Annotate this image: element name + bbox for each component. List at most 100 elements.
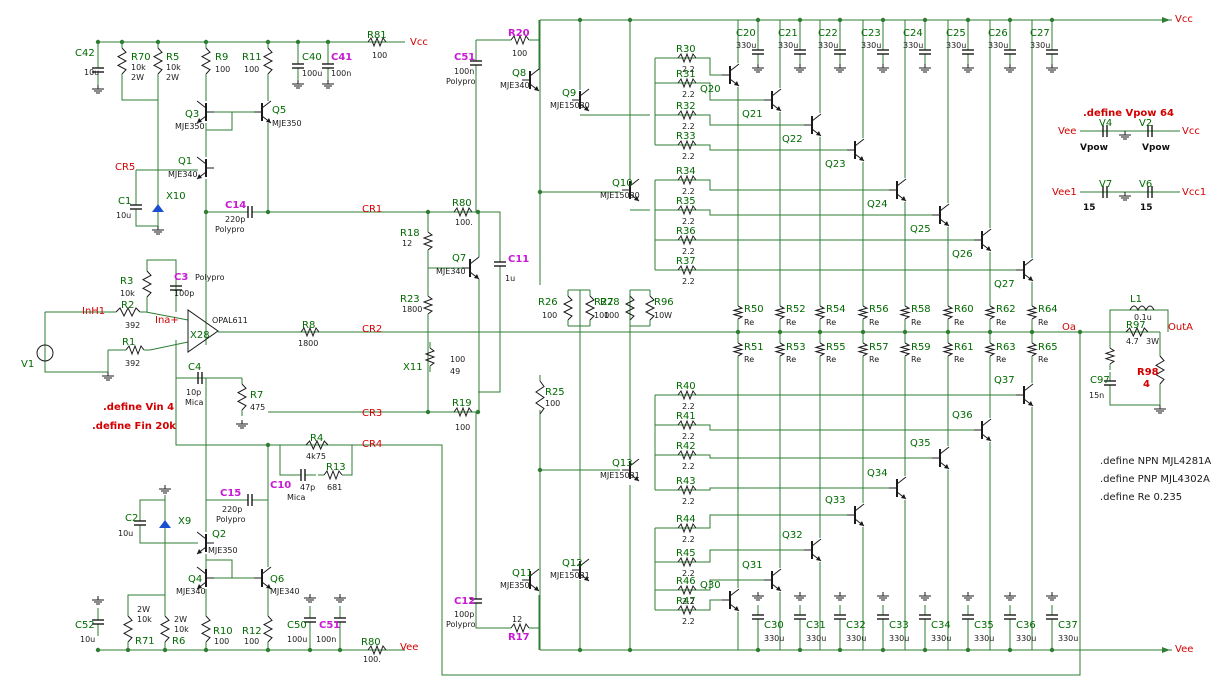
capacitor (134, 510, 146, 536)
capacitor (304, 606, 316, 634)
npn-transistor (572, 88, 590, 112)
transistor-ref: Q13 (612, 458, 633, 469)
resistor-body (899, 305, 911, 320)
rail-label: Vcc1 (1182, 187, 1206, 198)
capacitor-value: 330u (764, 634, 784, 643)
resistor-ref: R36 (676, 226, 696, 237)
wire (629, 458, 640, 467)
pnp-transistor (1016, 383, 1034, 407)
capacitor-ref: C41 (331, 52, 352, 63)
capacitor-value: 330u (1016, 634, 1036, 643)
pnp-transistor (196, 100, 214, 124)
resistor-value: 2W (174, 615, 187, 624)
ground-symbol (877, 64, 889, 73)
capacitor (92, 608, 104, 636)
resistor-body (899, 342, 911, 357)
wire (529, 568, 540, 577)
resistor-horizontal (672, 139, 702, 151)
supply-value: Vpow (1142, 143, 1170, 153)
capacitor (130, 196, 142, 218)
resistor-vertical (262, 610, 274, 648)
wire (348, 445, 353, 476)
transistor-model: MJE340 (436, 267, 466, 276)
resistor-ref: R45 (676, 548, 696, 559)
resistor-ref: R44 (676, 514, 696, 525)
wire (196, 531, 207, 540)
npn-transistor (804, 113, 822, 137)
emitter-arrow (634, 476, 639, 481)
wire (655, 209, 932, 216)
wires (44, 17, 1180, 676)
resistor-body (510, 622, 530, 634)
emitter-arrow (816, 131, 821, 136)
capacitor-value: 330u (818, 41, 838, 50)
capacitor (470, 52, 482, 74)
capacitor-note: Polypro (195, 273, 225, 282)
capacitor-value: 330u (778, 41, 798, 50)
resistor-ref: R65 (1038, 342, 1058, 353)
resistor-ref: R17 (508, 632, 530, 643)
resistor-body (677, 234, 697, 246)
wire (896, 476, 907, 485)
opamp-ref: X28 (190, 330, 210, 341)
potentiometer-value: 49 (450, 367, 460, 376)
capacitor-ref: C97 (1090, 375, 1110, 386)
ground-symbol (919, 64, 931, 73)
resistor-body (677, 52, 697, 64)
transistor-ref: Q32 (782, 530, 803, 541)
transistor-ref: Q36 (952, 410, 973, 421)
resistor-horizontal (672, 204, 702, 216)
transistor-ref: Q5 (272, 105, 286, 116)
resistor-vertical (942, 337, 954, 362)
capacitor (794, 605, 806, 629)
emitter-arrow (1028, 401, 1033, 406)
resistor-ref: R10 (213, 626, 233, 637)
capacitor (752, 40, 764, 64)
emitter-arrow (816, 556, 821, 561)
junction-dot (425, 209, 431, 215)
resistor-ref: R23 (400, 294, 420, 305)
resistor-body (677, 389, 697, 401)
resistor-horizontal (672, 604, 702, 616)
capacitor-ref: C15 (220, 488, 241, 499)
npn-transistor (932, 203, 950, 227)
wire (196, 100, 207, 109)
npn-transistor (462, 256, 480, 280)
resistor-value: 10k (166, 63, 181, 72)
resistor-body (422, 231, 434, 251)
capacitor-ref: C36 (1016, 620, 1036, 631)
resistor-horizontal (672, 419, 702, 431)
wire (1109, 394, 1160, 406)
pnp-transistor (974, 418, 992, 442)
resistor-body (1155, 355, 1165, 385)
capacitor-value: 10u (118, 529, 133, 538)
resistor-value: 12 (512, 615, 522, 624)
npn-transistor (847, 138, 865, 162)
resistor-value: 1800 (298, 339, 318, 348)
resistor-horizontal (295, 326, 325, 338)
resistor-body (677, 174, 697, 186)
ground-symbol (834, 64, 846, 73)
resistor-value: Re (869, 318, 879, 327)
resistor-vertical (942, 300, 954, 325)
emitter-arrow (534, 586, 539, 591)
capacitor (1046, 605, 1058, 629)
resistor-ref: R52 (786, 304, 806, 315)
resistor-vertical (1026, 300, 1038, 325)
ground-symbol (92, 85, 104, 94)
wire (1023, 258, 1034, 267)
npn-transistor (1016, 258, 1034, 282)
resistor-ref: R46 (676, 576, 696, 587)
ground-symbol (752, 64, 764, 73)
opamp (187, 309, 219, 353)
resistor-body (677, 522, 697, 534)
resistor-ref: R57 (869, 342, 889, 353)
resistor-horizontal (672, 449, 702, 461)
ground-symbol (1046, 64, 1058, 73)
wire (136, 160, 159, 171)
resistor-value: 2.2 (682, 497, 695, 506)
transistor-model: MJE15030 (600, 191, 640, 200)
capacitor (752, 605, 764, 629)
resistor-body (236, 383, 248, 411)
resistor-vertical (584, 290, 596, 326)
